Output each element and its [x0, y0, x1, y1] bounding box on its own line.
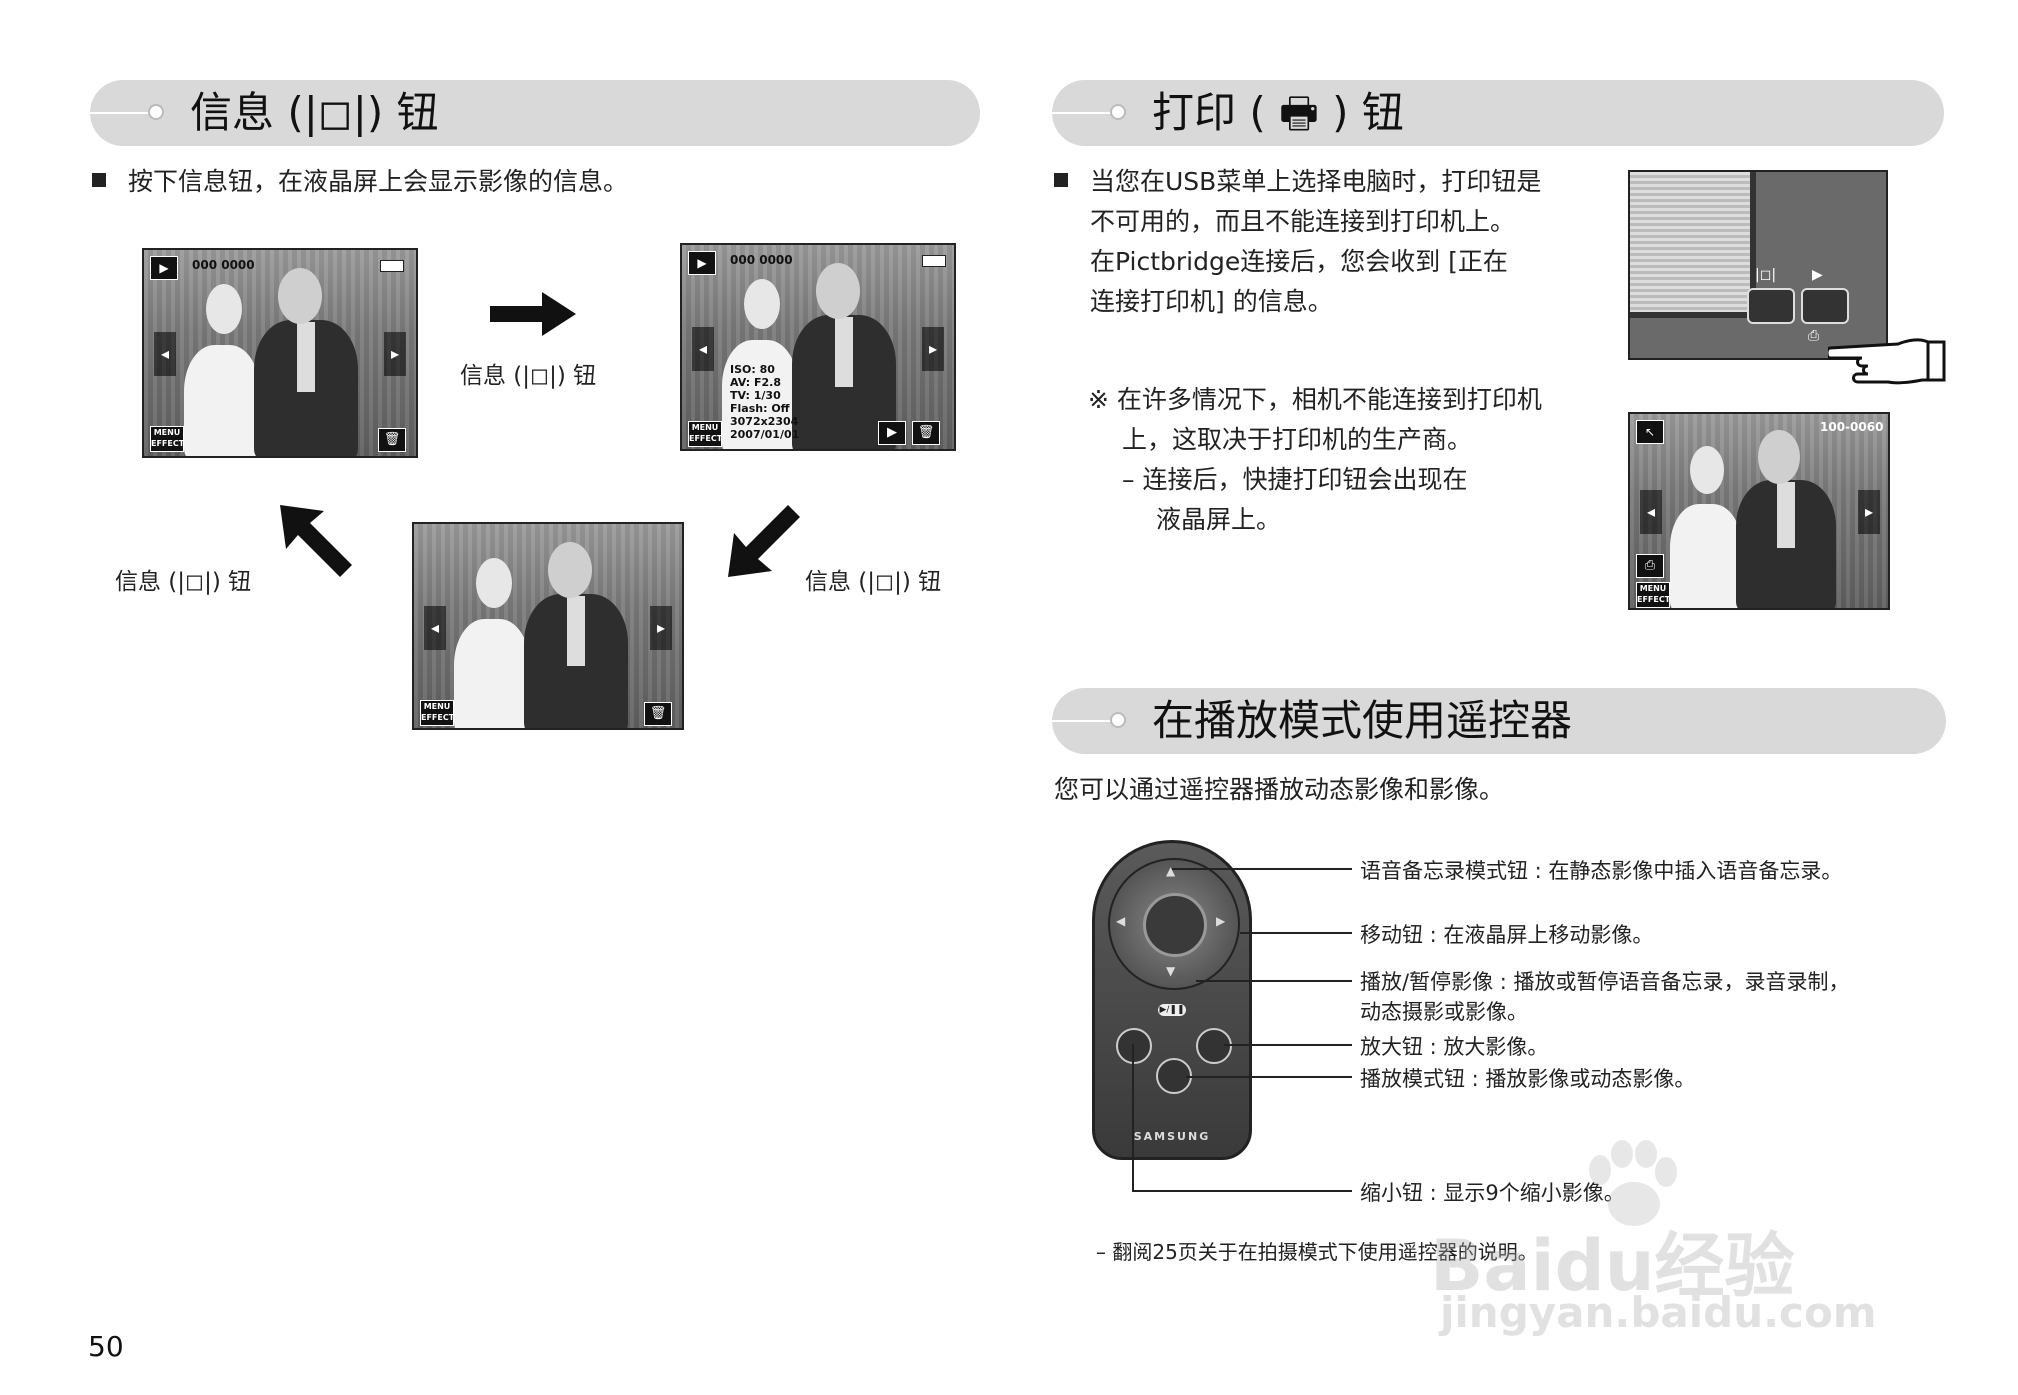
- camera-lcd-area: [1630, 172, 1756, 318]
- delete-icon: 🗑: [912, 421, 940, 445]
- lcd-screen-playback: ▶ 000 0000 ◂ ▸ MENU EFFECT 🗑: [142, 248, 418, 458]
- section-header-remote: 在播放模式使用遥控器: [1052, 688, 1946, 754]
- nav-left-arrow-icon: ◂: [1640, 490, 1662, 534]
- nav-left-arrow-icon: ◂: [154, 332, 176, 376]
- leader-line: [1224, 1044, 1352, 1046]
- info-button-label-2: 信息 (|◻|) 钮: [115, 569, 252, 595]
- bullet-square: [92, 173, 106, 187]
- remote-label-voice-memo: 语音备忘录模式钮 : 在静态影像中插入语音备忘录。: [1360, 859, 1843, 883]
- remote-down-arrow-icon: ▼: [1166, 964, 1176, 978]
- remote-left-arrow-icon: ◀: [1116, 914, 1126, 928]
- print-button-icon: ⎙: [1808, 328, 1820, 344]
- watermark-url: jingyan.baidu.com: [1440, 1288, 1877, 1337]
- lcd-screen-print-ready: ↖ 100-0060 ◂ ▸ ⎙ MENU EFFECT: [1628, 412, 1890, 610]
- image-counter: 100-0060: [1820, 420, 1884, 434]
- pictbridge-icon: ↖: [1636, 420, 1664, 444]
- remote-label-play-pause: 播放/暂停影像 : 播放或暂停语音备忘录，录音录制，: [1360, 970, 1850, 994]
- pointing-hand-icon: [1828, 338, 1946, 385]
- nav-left-arrow-icon: ◂: [424, 606, 446, 650]
- arrow-up-left-icon: [280, 505, 352, 577]
- remote-right-arrow-icon: ▶: [1216, 914, 1226, 928]
- remote-zoom-button: [1196, 1028, 1232, 1064]
- baidu-watermark: Baidu经验 jingyan.baidu.com: [1430, 1140, 1950, 1340]
- section-header-print: 打印 ( 🖶 ) 钮: [1052, 80, 1944, 146]
- info-intro: 按下信息钮，在液晶屏上会显示影像的信息。: [92, 162, 628, 202]
- remote-intro: 您可以通过遥控器播放动态影像和影像。: [1054, 775, 1505, 804]
- remote-control-illustration: ▲ ▼ ◀ ▶ ▶/❚❚ SAMSUNG: [1092, 840, 1252, 1160]
- battery-icon: [380, 260, 404, 272]
- remote-center-button: [1143, 893, 1207, 957]
- nav-right-arrow-icon: ▸: [384, 332, 406, 376]
- menu-effect-button: MENU EFFECT: [150, 426, 184, 452]
- section-title-print: 打印 ( 🖶 ) 钮: [1152, 88, 1404, 137]
- remote-label-playback-mode: 播放模式钮 : 播放影像或动态影像。: [1360, 1067, 1696, 1091]
- nav-right-arrow-icon: ▸: [1858, 490, 1880, 534]
- info-button-label-1: 信息 (|◻|) 钮: [460, 363, 597, 389]
- remote-footnote: – 翻阅25页关于在拍摄模式下使用遥控器的说明。: [1096, 1240, 1538, 1264]
- remote-label-play-pause-2: 动态摄影或影像。: [1360, 1000, 1528, 1024]
- remote-brand: SAMSUNG: [1133, 1130, 1211, 1143]
- delete-icon: 🗑: [644, 702, 672, 726]
- remote-label-move: 移动钮 : 在液晶屏上移动影像。: [1360, 923, 1654, 947]
- shooting-info: ISO: 80 AV: F2.8 TV: 1/30 Flash: Off 307…: [730, 363, 800, 441]
- section-title-remote: 在播放模式使用遥控器: [1152, 696, 1573, 745]
- camera-back-illustration: |◻| ▶ ⎙: [1628, 170, 1888, 360]
- section-header-info: 信息 (|◻|) 钮: [90, 80, 980, 146]
- nav-right-arrow-icon: ▸: [650, 606, 672, 650]
- image-counter: 000 0000: [730, 253, 793, 267]
- leader-line: [1132, 1044, 1134, 1190]
- menu-effect-button: MENU EFFECT: [1636, 582, 1670, 608]
- lcd-screen-clean: ◂ ▸ MENU EFFECT 🗑: [412, 522, 684, 730]
- playback-mode-icon: ▶: [150, 256, 178, 280]
- paw-logo-icon: [1589, 1140, 1677, 1226]
- arrow-down-left-icon: [728, 505, 800, 577]
- remote-thumbnail-button: [1116, 1028, 1152, 1064]
- arrow-right-icon: [490, 292, 576, 336]
- menu-effect-button: MENU EFFECT: [420, 700, 454, 726]
- leader-line: [1132, 1190, 1352, 1192]
- info-button-icon: |◻|: [1755, 267, 1777, 283]
- image-counter: 000 0000: [192, 258, 255, 272]
- camera-button-right: [1801, 288, 1849, 324]
- remote-play-pause-icon: ▶/❚❚: [1158, 1004, 1186, 1016]
- leader-line: [1240, 932, 1352, 934]
- nav-left-arrow-icon: ◂: [692, 327, 714, 371]
- print-description: 当您在USB菜单上选择电脑时，打印钮是 不可用的，而且不能连接到打印机上。 在P…: [1054, 162, 1541, 322]
- play-icon: ▶: [878, 421, 906, 445]
- section-title-info: 信息 (|◻|) 钮: [190, 88, 439, 137]
- remote-label-zoom-out: 缩小钮 : 显示9个缩小影像。: [1360, 1181, 1625, 1205]
- remote-up-arrow-icon: ▲: [1166, 864, 1176, 878]
- leader-line: [1196, 980, 1352, 982]
- print-icon: ⎙: [1636, 554, 1664, 578]
- print-note: ※ 在许多情况下，相机不能连接到打印机 上，这取决于打印机的生产商。 – 连接后…: [1088, 385, 1542, 534]
- battery-icon: [922, 255, 946, 267]
- playback-button-icon: ▶: [1812, 267, 1823, 283]
- watermark-brand: Baidu经验: [1430, 1225, 1795, 1307]
- info-button-label-3: 信息 (|◻|) 钮: [805, 569, 942, 595]
- bullet-square: [1054, 173, 1068, 187]
- page-number: 50: [88, 1330, 124, 1363]
- playback-mode-icon: ▶: [688, 251, 716, 275]
- menu-effect-button: MENU EFFECT: [688, 421, 722, 447]
- delete-icon: 🗑: [378, 428, 406, 452]
- nav-right-arrow-icon: ▸: [922, 327, 944, 371]
- lcd-screen-info: ▶ 000 0000 ◂ ▸ ISO: 80 AV: F2.8 TV: 1/30…: [680, 243, 956, 451]
- leader-line: [1186, 1076, 1352, 1078]
- camera-button-left: [1747, 288, 1795, 324]
- leader-line: [1172, 868, 1352, 870]
- remote-label-zoom-in: 放大钮 : 放大影像。: [1360, 1035, 1549, 1059]
